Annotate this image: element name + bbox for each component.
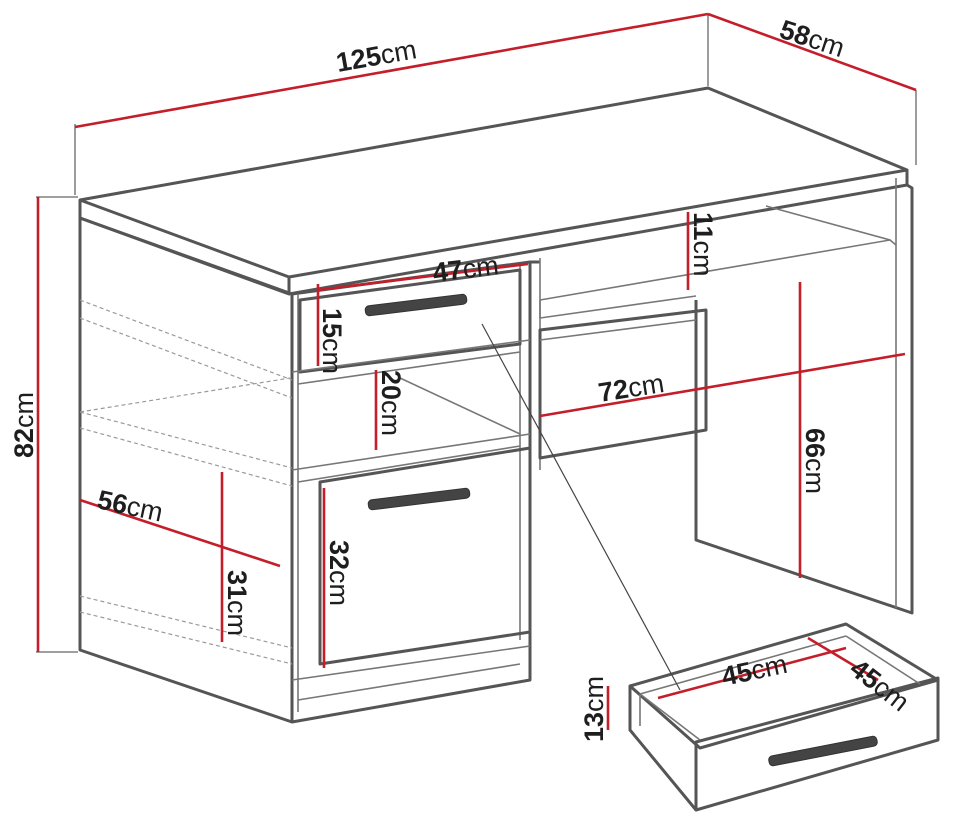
top-drawer-front (298, 268, 522, 374)
open-drawer-front (694, 676, 940, 812)
dim-knee-width-line (539, 352, 906, 418)
cabinet-door-handle (367, 487, 471, 511)
dim-width-line (74, 12, 709, 129)
label-shelf-opening: 20cm (376, 370, 406, 436)
label-knee-height: 66cm (800, 428, 830, 494)
label-height: 82cm (9, 392, 39, 458)
handles (364, 293, 878, 767)
desk-top-surface (78, 86, 909, 279)
dimension-labels: 125cm 58cm 82cm 47cm 15cm 20cm 11cm 72cm… (9, 14, 915, 742)
label-cabinet-depth: 56cm (95, 485, 166, 528)
label-depth: 58cm (776, 14, 848, 63)
dim-cabinet-depth-line (79, 498, 281, 568)
open-drawer-handle (768, 735, 878, 767)
dim-drawer-width-line (657, 646, 847, 700)
label-top-drawer-width: 47cm (431, 250, 500, 288)
label-width: 125cm (334, 34, 419, 78)
label-drawer-width: 45cm (719, 649, 790, 692)
dim-top-drawer-width-line (317, 262, 529, 292)
label-drawer-depth: 45cm (844, 653, 915, 717)
left-side-panel (78, 216, 294, 724)
label-knee-width: 72cm (596, 368, 666, 408)
dim-depth-line (707, 12, 917, 92)
label-open-shelf: 11cm (688, 212, 718, 277)
dim-drawer-depth-line (807, 636, 879, 682)
extension-lines (36, 14, 917, 653)
label-cabinet-door: 32cm (324, 540, 354, 606)
label-top-drawer-height: 15cm (317, 308, 347, 374)
label-side-shelf: 31cm (222, 570, 252, 636)
label-drawer-height: 13cm (579, 676, 609, 742)
cabinet-door (318, 446, 532, 666)
right-side-panel (694, 183, 914, 615)
open-drawer-detail (628, 622, 940, 812)
desk-outline (78, 86, 914, 724)
top-drawer-handle (364, 293, 468, 317)
drawer-leader-line (481, 323, 681, 691)
dimension-lines (36, 12, 917, 730)
